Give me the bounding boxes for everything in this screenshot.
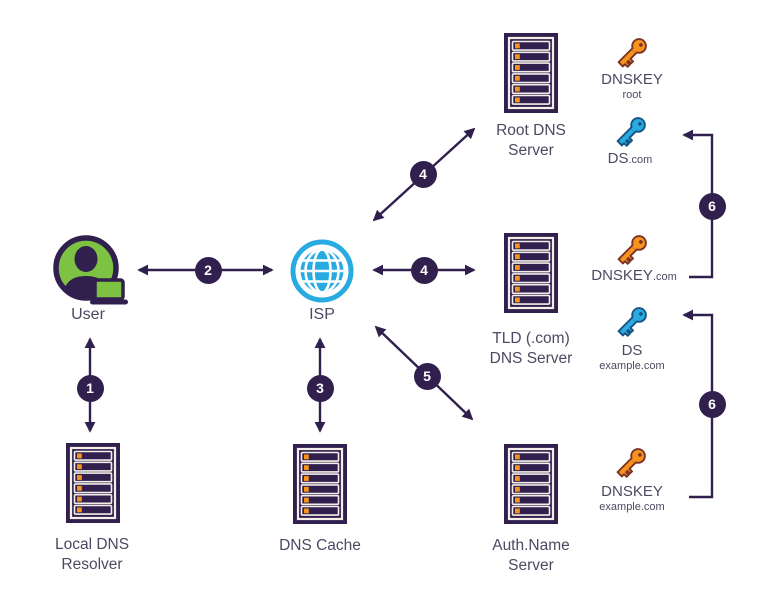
local-dns-resolver-icon <box>66 443 120 523</box>
isp-label: ISP <box>309 306 335 323</box>
isp-globe-icon <box>290 239 354 303</box>
dnskey-example-key-icon <box>613 445 649 481</box>
ds-com-label: DS.com <box>607 150 653 167</box>
dnskey-root-key-icon <box>614 35 650 71</box>
dnskey-com-key-icon <box>614 232 650 268</box>
step-badge-1: 1 <box>76 374 104 402</box>
dnskey-example-label: DNSKEY example.com <box>599 483 665 514</box>
step-badge-3: 3 <box>306 374 334 402</box>
ds-example-key-icon <box>614 304 650 340</box>
root-dns-server-icon <box>504 33 558 113</box>
dns-cache-icon <box>293 444 347 524</box>
auth-name-server-label: Auth.Name Server <box>492 537 570 574</box>
user-label: User <box>71 306 105 323</box>
step-badge-4-tld: 4 <box>410 256 438 284</box>
ds-example-label: DS example.com <box>599 342 665 373</box>
root-dns-server-label: Root DNS Server <box>496 122 566 159</box>
local-dns-resolver-label: Local DNS Resolver <box>54 536 130 573</box>
dnskey-com-label: DNSKEY.com <box>591 267 677 284</box>
step-badge-4-root: 4 <box>409 160 437 188</box>
tld-dns-server-label: TLD (.com) DNS Server <box>489 330 573 367</box>
step-badge-6-com: 6 <box>698 192 726 220</box>
step-badge-2: 2 <box>194 256 222 284</box>
step-badge-6-example: 6 <box>698 390 726 418</box>
auth-name-server-icon <box>504 444 558 524</box>
laptop-icon <box>93 278 125 301</box>
user-icon <box>53 235 128 305</box>
step-badge-5: 5 <box>413 362 441 390</box>
tld-dns-server-icon <box>504 233 558 313</box>
dnskey-root-label: DNSKEY root <box>601 71 663 102</box>
dns-cache-label: DNS Cache <box>279 537 361 554</box>
ds-com-key-icon <box>613 114 649 150</box>
